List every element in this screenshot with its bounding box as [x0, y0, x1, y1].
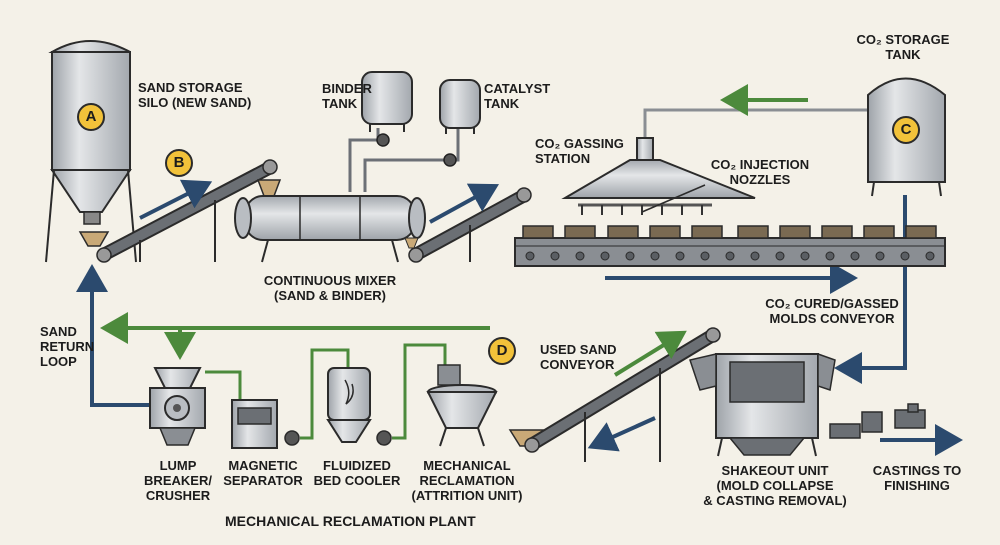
badge-d: D: [488, 337, 516, 365]
sand-storage-silo: [45, 40, 137, 263]
shakeout-unit-label: SHAKEOUT UNIT (MOLD COLLAPSE & CASTING R…: [703, 463, 847, 508]
catalyst-tank: [439, 79, 481, 134]
conveyor-b-direction-arrow: [139, 179, 213, 220]
co2-injection-nozzles: [581, 184, 706, 215]
lump-breaker-crusher: [149, 367, 206, 446]
badge-a: A: [77, 103, 105, 131]
magnetic-separator: [231, 399, 300, 449]
used-sand-conveyor: [508, 327, 721, 462]
co2-storage-tank-label: CO₂ STORAGE TANK: [856, 32, 950, 62]
reclamation-piping: [205, 343, 447, 440]
mixer-conveyor-direction-arrow: [429, 183, 500, 224]
sand-return-loop-label: SAND RETURN LOOP: [40, 324, 95, 369]
catalyst-tank-label: CATALYST TANK: [484, 81, 551, 111]
co2-gassing-hood: [561, 137, 756, 207]
cured-molds-conveyor-label: CO₂ CURED/GASSED MOLDS CONVEYOR: [765, 296, 899, 326]
mechanical-reclamation-unit: [426, 364, 498, 447]
badge-b: B: [165, 149, 193, 177]
continuous-mixer: [234, 179, 426, 263]
badge-c: C: [892, 116, 920, 144]
reclaimed-sand-return-line: [100, 312, 490, 360]
co2-injection-nozzles-label: CO₂ INJECTION NOZZLES: [710, 157, 810, 187]
used-sand-direction-arrows: [587, 330, 687, 452]
mechanical-reclamation-label: MECHANICAL RECLAMATION (ATTRITION UNIT): [411, 458, 523, 503]
fluidized-bed-cooler-label: FLUIDIZED BED COOLER: [313, 458, 401, 488]
co2-gassing-station-label: CO₂ GASSING STATION: [535, 136, 624, 166]
lump-breaker-label: LUMP BREAKER/ CRUSHER: [144, 458, 212, 503]
magnetic-separator-label: MAGNETIC SEPARATOR: [223, 458, 303, 488]
sand-storage-silo-label: SAND STORAGE SILO (NEW SAND): [138, 80, 252, 110]
sand-molds: [522, 225, 937, 239]
binder-tank-label: BINDER TANK: [322, 81, 372, 111]
molds-to-shakeout-line: [605, 195, 907, 384]
used-sand-conveyor-label: USED SAND CONVEYOR: [540, 342, 617, 372]
binder-tank: [361, 71, 413, 132]
mold-conveyor: [514, 237, 946, 267]
shakeout-unit: [689, 352, 836, 457]
binder-piping: [348, 128, 460, 192]
continuous-mixer-label: CONTINUOUS MIXER (SAND & BINDER): [263, 273, 397, 303]
castings-to-finishing-label: CASTINGS TO FINISHING: [872, 463, 962, 493]
sand-return-loop-line: [76, 264, 150, 407]
co2-supply-line: [643, 84, 868, 138]
fluidized-bed-cooler: [326, 367, 392, 446]
reclamation-plant-title: MECHANICAL RECLAMATION PLANT: [225, 513, 476, 529]
castings: [829, 403, 926, 439]
